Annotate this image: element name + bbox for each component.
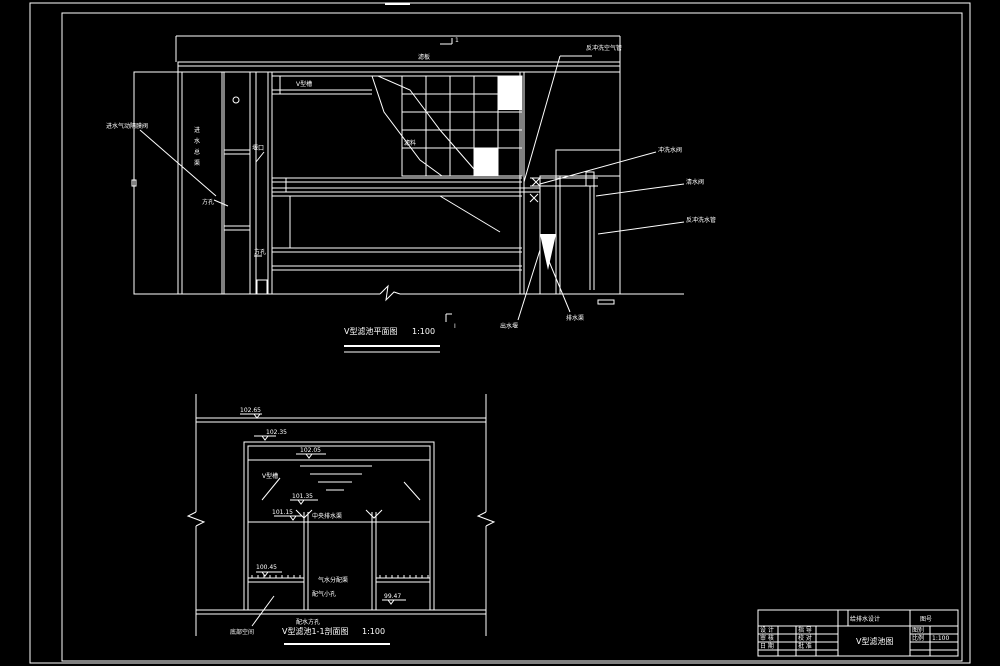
outlet-weir-shape — [540, 234, 556, 270]
air-hole-label: 配气小孔 — [312, 590, 336, 598]
backwash-air-pipe-label: 反冲洗空气管 — [586, 44, 622, 52]
valve-symbol — [531, 177, 541, 187]
tb-cell-4: 指 导 — [798, 626, 812, 634]
inlet-channel-label-2: 水 — [194, 137, 200, 145]
bottom-space-label: 底部空间 — [230, 628, 254, 636]
clear-water-valve-label: 清水阀 — [686, 178, 704, 186]
water-hole-label: 配水方孔 — [296, 618, 320, 626]
elevation-2: 102.35 — [266, 429, 287, 436]
section-view: 102.65 102.35 102.05 101.35 101.15 100.4… — [186, 394, 496, 645]
elevation-top: 102.65 — [240, 407, 261, 414]
inlet-channel-label-4: 渠 — [194, 159, 200, 167]
flush-valve-label: 冲洗水阀 — [658, 146, 682, 154]
tb-cell-3: 日 期 — [760, 642, 774, 650]
square-hole-label-2: 方孔 — [254, 248, 266, 256]
section-title: V型滤池1-1剖面图 — [282, 626, 349, 636]
section-scale: 1:100 — [362, 627, 385, 636]
inlet-channel-label-3: 总 — [194, 148, 200, 156]
elevation-4: 101.35 — [292, 493, 313, 500]
section-mark-bottom: I — [454, 323, 456, 330]
square-hole-label-1: 方孔 — [202, 198, 214, 206]
tb-drawing: V型滤池图 — [856, 636, 893, 646]
backwash-water-pipe-label: 反冲洗水管 — [686, 216, 716, 224]
outer-border — [29, 2, 971, 664]
inlet-air-gate-label: 进水气动隔膜阀 — [106, 122, 148, 130]
elevation-5: 101.15 — [272, 509, 293, 516]
tb-cell-5: 校 对 — [798, 634, 812, 642]
section-mark-top: 1 — [455, 37, 459, 44]
filter-media-label: 滤料 — [404, 139, 416, 147]
plan-view: 1 滤板 — [106, 35, 716, 353]
center-drain-label: 中央排水渠 — [312, 512, 342, 520]
tb-cell-1: 设 计 — [760, 626, 774, 634]
tb-scale-value: 1:100 — [932, 635, 949, 642]
air-water-channel-label: 气水分配渠 — [318, 576, 348, 584]
drain-channel-label: 排水渠 — [566, 314, 584, 322]
tb-school: 给排水设计 — [850, 615, 880, 623]
filter-plate-grid — [401, 75, 523, 177]
tb-no-label: 图号 — [920, 616, 932, 623]
elevation-7: 99.47 — [384, 593, 401, 600]
tb-cell-2: 审 核 — [760, 634, 774, 642]
inlet-channel-label-1: 进 — [194, 126, 200, 134]
plan-scale: 1:100 — [412, 327, 435, 336]
title-block: 给排水设计 图号 V型滤池图 图别 比例 1:100 设 计 审 核 日 期 指… — [757, 609, 959, 657]
inner-border — [61, 12, 963, 662]
section-v-groove-label: V型槽 — [262, 472, 278, 480]
plan-title: V型滤池平面图 — [344, 326, 397, 336]
outlet-weir-label: 出水堰 — [500, 322, 518, 330]
valve-symbol — [529, 193, 539, 203]
tb-sheet-label: 图别 — [912, 626, 924, 634]
elevation-6: 100.45 — [256, 564, 277, 571]
tb-scale-label: 比例 — [912, 634, 924, 642]
tb-cell-6: 批 准 — [798, 642, 812, 650]
v-groove-label: V型槽 — [296, 80, 312, 88]
plate-label: 滤板 — [418, 53, 430, 61]
weir-mouth-label: 堰口 — [252, 144, 264, 152]
elevation-3: 102.05 — [300, 447, 321, 454]
